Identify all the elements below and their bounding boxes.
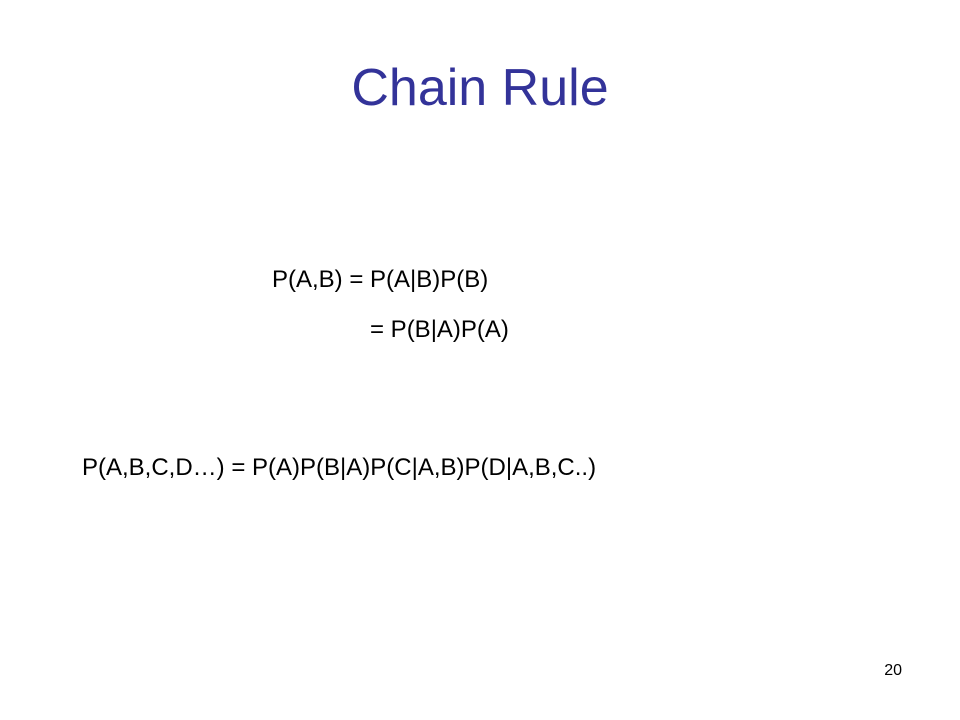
slide-title: Chain Rule [351, 59, 609, 117]
equation-general-chain-rule: P(A,B,C,D…) = P(A)P(B|A)P(C|A,B)P(D|A,B,… [82, 454, 597, 481]
slide-number: 20 [884, 662, 902, 679]
equation-two-variable-alt: = P(B|A)P(A) [370, 316, 509, 343]
equation-two-variable: P(A,B) = P(A|B)P(B) [272, 266, 489, 293]
